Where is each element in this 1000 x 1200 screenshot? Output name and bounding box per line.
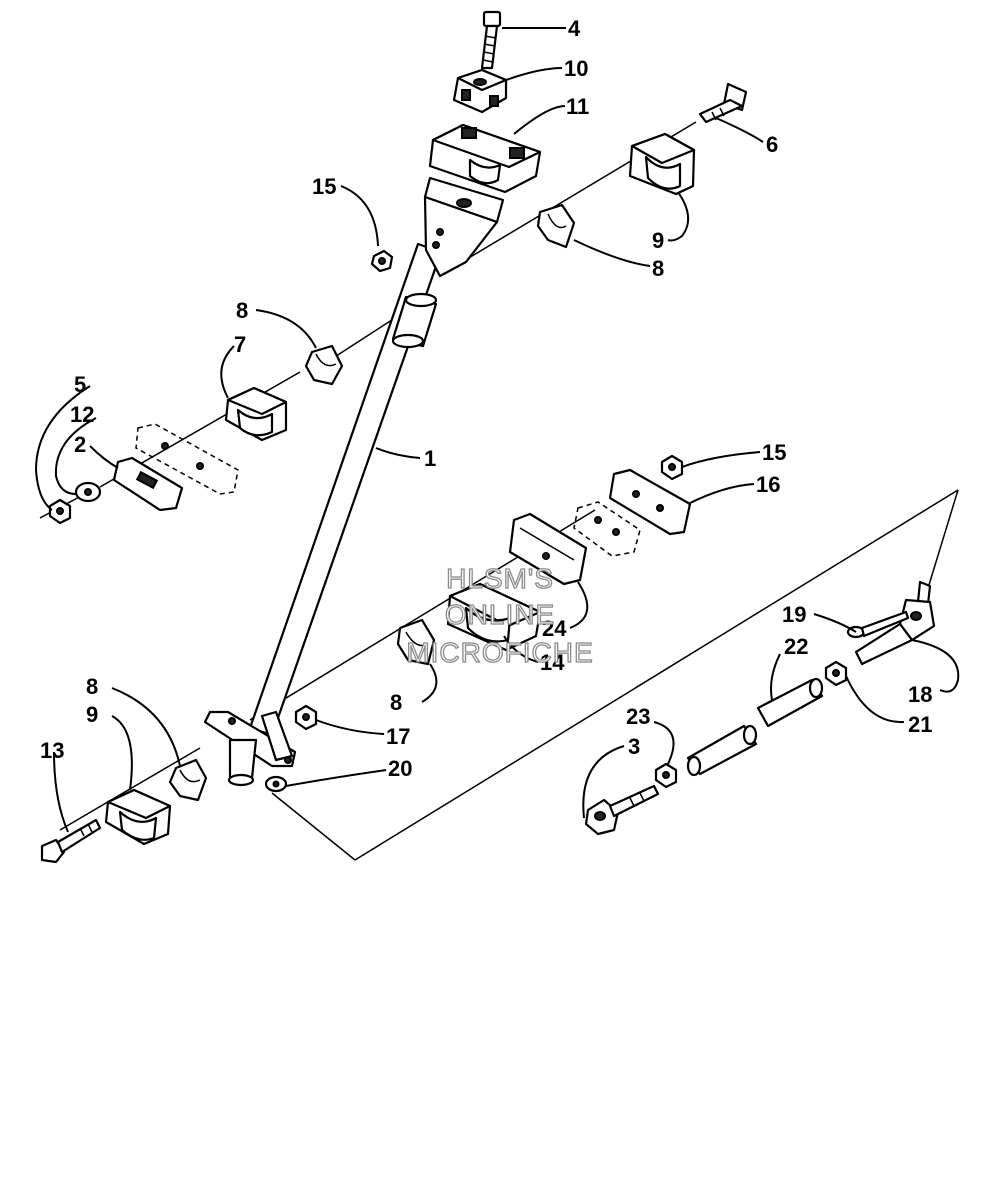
callout-18: 18 (908, 682, 932, 707)
clamp-block-lower (446, 582, 542, 652)
top-bolt (480, 10, 502, 70)
bushing-lower-left (168, 758, 208, 802)
cotter-pin (846, 610, 910, 639)
callout-8-middle: 8 (390, 690, 402, 715)
callout-2: 2 (74, 432, 86, 457)
bushing-middle (396, 618, 436, 666)
leader-lines (34, 27, 960, 833)
shim-plate (508, 512, 588, 586)
cap-bolt-right (698, 82, 748, 124)
callout-5: 5 (74, 372, 86, 397)
callout-7: 7 (234, 332, 246, 357)
callout-3: 3 (628, 734, 640, 759)
tie-rod-shaft (686, 724, 758, 777)
callout-8-upper-right: 8 (652, 256, 664, 281)
backing-plate-dashed (135, 423, 239, 495)
callout-17: 17 (386, 724, 410, 749)
watermark-line-3: MICROFICHE (406, 637, 593, 668)
washer-left (74, 481, 102, 503)
clamp-block (428, 123, 542, 194)
clamp-cap-right (628, 132, 696, 196)
callout-16: 16 (756, 472, 780, 497)
shim-plate-dashed (573, 501, 641, 557)
nut-upper (370, 249, 394, 273)
cap-bolt-lower (40, 818, 102, 864)
watermark: HLSM'S ONLINE MICROFICHE (406, 562, 594, 668)
callout-19: 19 (782, 602, 806, 627)
callout-20: 20 (388, 756, 412, 781)
jam-nut-right (824, 660, 848, 687)
tie-rod-end-left (584, 784, 660, 836)
callout-23: 23 (626, 704, 650, 729)
nut-lower (660, 454, 684, 481)
bushing-left (304, 344, 344, 386)
callout-9-lower: 9 (86, 702, 98, 727)
callout-10: 10 (564, 56, 588, 81)
nut-left (48, 498, 72, 525)
callout-21: 21 (908, 712, 932, 737)
jam-nut-left (654, 762, 678, 789)
callout-12: 12 (70, 402, 94, 427)
clamp-cap-upper (452, 68, 508, 114)
callout-1: 1 (424, 446, 436, 471)
callout-8-lower-left: 8 (86, 674, 98, 699)
callout-9-upper: 9 (652, 228, 664, 253)
callout-24: 24 (542, 616, 567, 641)
steering-post (203, 176, 505, 787)
tie-rod-end-right (854, 580, 936, 666)
callout-15-upper: 15 (312, 174, 336, 199)
callout-22: 22 (784, 634, 808, 659)
watermark-line-1: HLSM'S (446, 563, 554, 594)
clamp-cap-left (224, 386, 288, 442)
callout-11: 11 (566, 94, 589, 119)
nut-flange (294, 704, 318, 731)
tie-rod-sleeve (756, 677, 824, 728)
washer-flange (264, 775, 288, 793)
callout-4: 4 (568, 16, 581, 41)
callout-13: 13 (40, 738, 64, 763)
mounting-plate (112, 456, 184, 512)
clamp-cap-lower (104, 788, 172, 846)
callout-6: 6 (766, 132, 778, 157)
bushing-upper-right (536, 203, 576, 249)
watermark-line-2: ONLINE (445, 599, 555, 630)
retainer-plate (608, 468, 692, 536)
callout-8-left: 8 (236, 298, 248, 323)
callout-14: 14 (540, 650, 565, 675)
callout-15-lower: 15 (762, 440, 786, 465)
callout-labels: 4 10 11 6 15 9 8 8 7 5 12 2 1 15 16 24 1… (40, 16, 932, 781)
